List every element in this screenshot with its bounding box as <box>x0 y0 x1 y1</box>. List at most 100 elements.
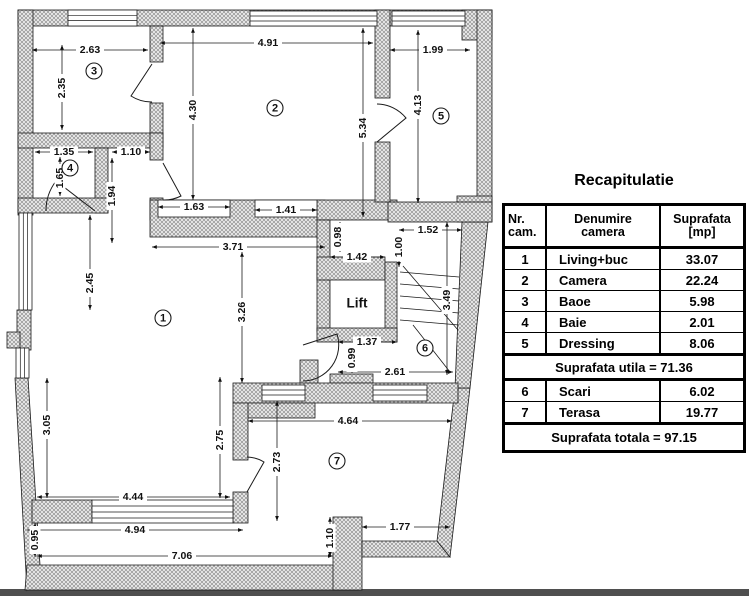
dim-room3-width: 2.63 <box>32 44 148 56</box>
dim-room5-width: 1.99 <box>390 44 470 56</box>
header-nr: Nr. cam. <box>505 206 547 246</box>
room-name-cell: Baie <box>547 312 661 332</box>
room-label-6: 6 <box>416 339 434 357</box>
svg-text:1.37: 1.37 <box>357 336 378 348</box>
svg-text:3: 3 <box>91 66 97 78</box>
svg-text:2.45: 2.45 <box>84 273 96 294</box>
stairs <box>399 265 460 373</box>
svg-text:2.35: 2.35 <box>56 78 68 99</box>
table-row: 2 Camera 22.24 <box>505 269 743 290</box>
svg-text:1.63: 1.63 <box>184 201 205 213</box>
room-label-2: 2 <box>266 99 284 117</box>
svg-text:4.44: 4.44 <box>123 491 144 503</box>
room-name-cell: Terasa <box>547 402 661 422</box>
svg-text:2: 2 <box>272 103 278 115</box>
header-denumire: Denumire camera <box>547 206 661 246</box>
dim-total-width: 7.06 <box>37 550 333 562</box>
svg-text:2.75: 2.75 <box>214 430 226 451</box>
dim-shaft-height: 0.98 <box>332 222 344 252</box>
dim-room7-left-height: 2.73 <box>271 401 283 521</box>
dim-room7-width: 4.64 <box>248 415 452 427</box>
dim-room5-height: 4.13 <box>412 30 424 203</box>
svg-text:7.06: 7.06 <box>172 550 193 562</box>
room-number-cell: 5 <box>505 333 547 353</box>
dim-stair-top-width: 1.52 <box>399 224 462 236</box>
svg-text:1.42: 1.42 <box>347 251 368 263</box>
svg-text:4.64: 4.64 <box>338 415 359 427</box>
table-row: 6 Scari 6.02 <box>505 378 743 401</box>
table-header-row: Nr. cam. Denumire camera Suprafata [mp] <box>505 206 743 246</box>
dimensions: 2.63 4.91 1.99 1.35 1.10 1.63 1.41 3.71 … <box>27 28 470 562</box>
svg-text:4.94: 4.94 <box>125 524 146 536</box>
dim-room2-height-right: 5.34 <box>357 28 369 217</box>
svg-text:0.99: 0.99 <box>346 348 358 369</box>
windows <box>15 9 466 524</box>
svg-text:1: 1 <box>160 313 166 325</box>
svg-text:2.63: 2.63 <box>80 44 101 56</box>
dim-hall2-height: 0.99 <box>346 344 358 373</box>
svg-text:5: 5 <box>438 111 444 123</box>
dim-room1-right-height: 2.75 <box>214 377 226 498</box>
room-labels: 1 2 3 4 5 6 7 <box>61 62 450 470</box>
summary-table: Nr. cam. Denumire camera Suprafata [mp] … <box>502 203 746 453</box>
svg-text:1.35: 1.35 <box>54 146 75 158</box>
svg-text:4.13: 4.13 <box>412 95 424 116</box>
svg-text:4: 4 <box>67 163 74 175</box>
dim-room2-opening-left: 1.63 <box>158 201 230 213</box>
total-row: Suprafata totala = 97.15 <box>505 422 743 450</box>
svg-text:3.71: 3.71 <box>223 241 244 253</box>
dim-terrace-step: 1.10 <box>324 517 336 557</box>
room-area-cell: 8.06 <box>689 335 715 351</box>
svg-text:0.95: 0.95 <box>29 530 41 551</box>
svg-text:0.98: 0.98 <box>332 227 344 248</box>
room-name-cell: Camera <box>547 270 661 290</box>
svg-text:1.52: 1.52 <box>418 224 439 236</box>
dim-hall-height: 1.94 <box>106 158 118 243</box>
walls <box>6 9 493 592</box>
room-area-cell: 6.02 <box>689 383 715 399</box>
dim-stair-top-height: 1.00 <box>393 233 405 267</box>
dim-room2-opening-right: 1.41 <box>255 204 317 216</box>
room-label-5: 5 <box>432 107 450 125</box>
dim-room1-bottom-inner: 4.44 <box>37 491 230 503</box>
dim-corridor-height: 2.45 <box>84 215 96 310</box>
room-number-cell: 4 <box>505 312 547 332</box>
dim-hall2-width: 1.37 <box>338 336 397 348</box>
room-number-cell: 3 <box>505 291 547 311</box>
summary-panel: Recapitulatie Nr. cam. Denumire camera S… <box>502 172 746 453</box>
svg-text:6: 6 <box>422 343 428 355</box>
dim-room1-height: 3.26 <box>236 252 248 383</box>
room-area-cell: 22.24 <box>685 272 719 288</box>
svg-text:3.26: 3.26 <box>236 302 248 323</box>
room-name-cell: Baoe <box>547 291 661 311</box>
table-row: 5 Dressing 8.06 <box>505 332 743 353</box>
svg-text:5.34: 5.34 <box>357 118 369 139</box>
room-number-cell: 7 <box>505 402 547 422</box>
svg-text:1.10: 1.10 <box>324 528 336 549</box>
room-area-cell: 33.07 <box>685 251 719 267</box>
doors <box>45 63 407 493</box>
room-name-cell: Scari <box>547 381 661 401</box>
svg-text:1.10: 1.10 <box>121 146 142 158</box>
room-area-cell: 2.01 <box>689 314 715 330</box>
svg-text:2.73: 2.73 <box>271 452 283 473</box>
dim-shaft-width: 1.42 <box>330 251 385 263</box>
dim-terrace-opening: 1.77 <box>362 521 450 533</box>
dim-room1-bottom-outer: 4.94 <box>27 524 243 536</box>
dim-room2-height-left: 4.30 <box>187 28 199 200</box>
table-row: 3 Baoe 5.98 <box>505 290 743 311</box>
svg-text:1.94: 1.94 <box>106 186 118 207</box>
dim-room3-height: 2.35 <box>56 45 68 130</box>
svg-text:4.30: 4.30 <box>187 100 199 121</box>
dim-room2-width: 4.91 <box>160 37 373 49</box>
svg-text:7: 7 <box>334 456 340 468</box>
dim-room1-width: 3.71 <box>152 241 325 253</box>
header-suprafata: Suprafata [mp] <box>673 212 731 239</box>
svg-text:3.49: 3.49 <box>441 290 453 311</box>
svg-text:1.00: 1.00 <box>393 237 405 258</box>
table-row: 7 Terasa 19.77 <box>505 401 743 422</box>
dim-strip-height: 0.95 <box>29 523 41 557</box>
room-area-cell: 5.98 <box>689 293 715 309</box>
bottom-scan-edge <box>0 589 749 596</box>
room-name-cell: Living+buc <box>547 249 661 269</box>
